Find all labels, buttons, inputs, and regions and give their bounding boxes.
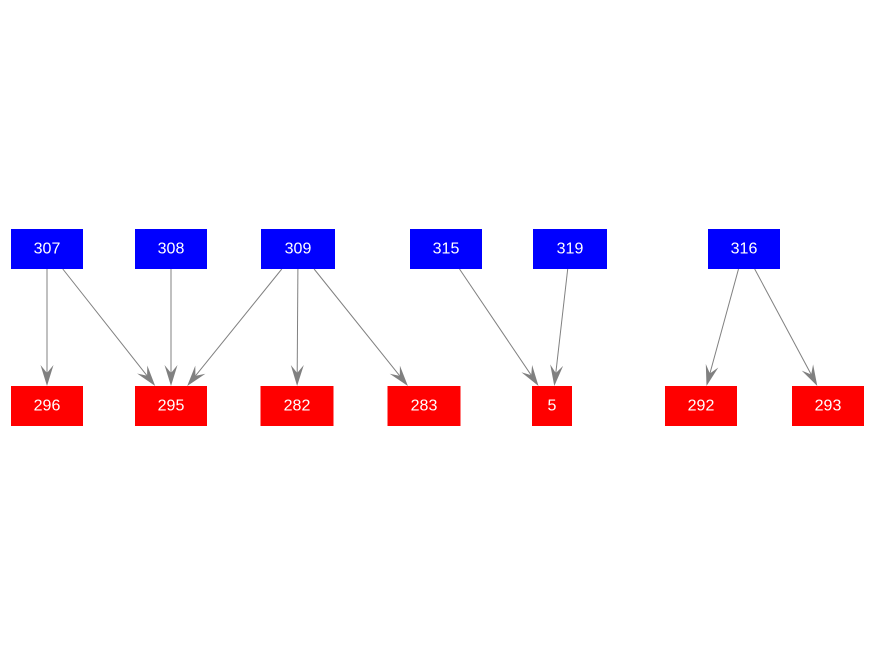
node-label: 315 (433, 241, 460, 258)
graph-node-316: 316 (708, 229, 780, 269)
edge-309-283 (313, 268, 408, 386)
edge-arrowhead (187, 365, 206, 386)
graph-node-315: 315 (410, 229, 482, 269)
node-label: 295 (158, 398, 185, 415)
node-label: 319 (557, 241, 584, 258)
edge-line (709, 268, 739, 374)
node-label: 293 (815, 398, 842, 415)
node-label: 282 (284, 398, 311, 415)
edge-arrowhead (801, 364, 818, 386)
node-label: 308 (158, 241, 185, 258)
edge-307-296 (40, 269, 54, 386)
node-label: 292 (688, 398, 715, 415)
graph-node-308: 308 (135, 229, 207, 269)
node-box (792, 386, 864, 426)
graph-node-309: 309 (261, 229, 335, 269)
node-box (135, 229, 207, 269)
node-box (260, 386, 334, 426)
edge-309-282 (290, 268, 304, 386)
graph-node-296: 296 (11, 386, 83, 426)
node-box (708, 229, 780, 269)
node-label: 296 (34, 398, 61, 415)
graph-node-5: 5 (532, 386, 572, 426)
edge-line (459, 268, 532, 376)
node-label: 283 (411, 398, 438, 415)
edge-308-295 (164, 269, 178, 386)
node-label: 307 (34, 241, 61, 258)
node-box (387, 386, 461, 426)
graph-node-283: 283 (387, 386, 461, 426)
edge-arrowhead (40, 365, 54, 386)
edge-309-295 (187, 268, 283, 386)
edge-arrowhead (290, 365, 304, 386)
edge-line (754, 268, 812, 375)
edge-307-295 (62, 268, 156, 386)
edge-319-5 (550, 268, 569, 386)
graph-node-307: 307 (11, 229, 83, 269)
edge-arrowhead (164, 365, 178, 386)
edge-arrowhead (137, 365, 156, 386)
node-label: 316 (731, 241, 758, 258)
edge-arrowhead (705, 364, 719, 386)
node-box (11, 386, 83, 426)
node-box (261, 229, 335, 269)
graph-node-293: 293 (792, 386, 864, 426)
node-box (533, 229, 607, 269)
graph-node-282: 282 (260, 386, 334, 426)
edge-arrowhead (521, 365, 539, 386)
edge-line (555, 268, 569, 374)
edge-arrowhead (389, 365, 408, 386)
edge-line (62, 268, 148, 377)
edge-line (195, 268, 283, 377)
graph-node-295: 295 (135, 386, 207, 426)
node-box (135, 386, 207, 426)
edge-315-5 (459, 268, 539, 386)
node-box (410, 229, 482, 269)
edge-316-292 (705, 268, 739, 386)
node-box (532, 386, 572, 426)
node-box (665, 386, 737, 426)
edge-line (313, 268, 401, 377)
node-label: 5 (548, 398, 557, 415)
edge-316-293 (754, 268, 818, 386)
edge-arrowhead (550, 364, 564, 386)
graph-node-319: 319 (533, 229, 607, 269)
node-box (11, 229, 83, 269)
edge-line (296, 268, 299, 374)
graph-node-292: 292 (665, 386, 737, 426)
node-label: 309 (285, 241, 312, 258)
